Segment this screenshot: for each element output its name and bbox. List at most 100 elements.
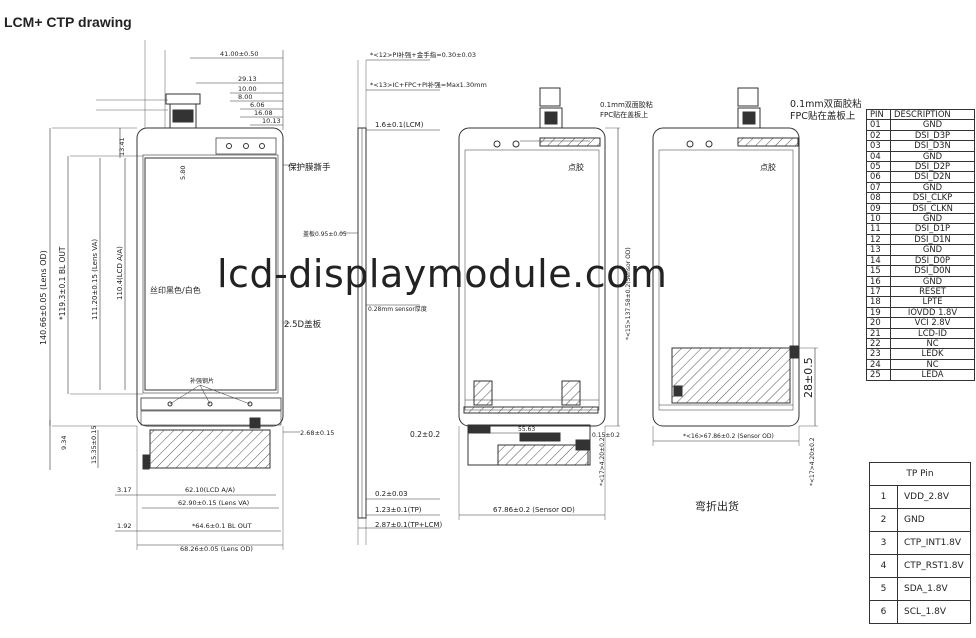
label-protective-film: 保护膜撕手 <box>288 162 331 173</box>
pin-description: SCL_1.8V <box>897 600 971 624</box>
pin-description: RESET <box>890 285 975 298</box>
pin-number: 03 <box>866 140 891 152</box>
pin-description: VDD_2.8V <box>897 485 971 509</box>
dim-top-1: 29.13 <box>238 75 257 83</box>
dim-top-3: 8.00 <box>238 93 252 101</box>
pin-number: 23 <box>866 348 891 360</box>
lens-outline <box>136 127 284 427</box>
pin-description: DSI_D1P <box>890 223 975 235</box>
pin-number: 01 <box>866 119 891 131</box>
side-view-labels: *<12>PI补强+金手指=0.30±0.03 *<13>IC+FPC+PI补强… <box>303 50 487 529</box>
dim-top-6: 10.13 <box>262 117 281 125</box>
side-label-1: 0.28mm sensor厚度 <box>368 305 427 313</box>
pin-number: 12 <box>866 233 891 246</box>
pin-number: 19 <box>866 306 891 319</box>
back-view-2-labels: 0.1mm双面胶粘 FPC贴在盖板上 点胶 28±0.5 *<16>67.86±… <box>683 98 862 513</box>
back-view-2-outline <box>652 127 800 427</box>
pin-description: GND <box>890 213 975 225</box>
back-fpc-note-1: FPC贴在盖板上 <box>600 110 648 119</box>
back-fpc-note-0: 0.1mm双面胶粘 <box>600 100 653 109</box>
pin-description: DSI_D3N <box>890 140 975 152</box>
pin-description: DSI_D2P <box>890 161 975 173</box>
pin-number: 11 <box>866 223 891 235</box>
dim-bottom-0: 62.10(LCD A/A) <box>185 486 235 494</box>
back-view-1-labels: 0.1mm双面胶粘 FPC贴在盖板上 点胶 0.2±0.2 67.86±0.2 … <box>410 100 653 514</box>
pin-number: 15 <box>866 265 891 277</box>
pin-number: 3 <box>869 531 898 555</box>
dim-top-4: 6.06 <box>250 101 264 109</box>
label-25d: 2.5D盖板 <box>284 319 322 330</box>
pin-description: CTP_RST1.8V <box>897 554 971 578</box>
watermark: lcd-displaymodule.com <box>217 252 668 296</box>
pin-description: SDA_1.8V <box>897 577 971 601</box>
pin-number: 14 <box>866 254 891 267</box>
side-view <box>340 59 440 545</box>
pin-header-pin: PIN <box>866 108 891 121</box>
pin-description: DSI_D0N <box>890 265 975 277</box>
dim-bottom-2: *64.6±0.1 BL OUT <box>192 522 252 530</box>
dim-left-3: 110.4(LCD A/A) <box>116 246 124 300</box>
pin-description: VCI 2.8V <box>890 317 975 329</box>
dim-bottom-5: 1.92 <box>117 522 131 530</box>
back-label-glue: 点胶 <box>568 162 584 172</box>
pin-number: 04 <box>866 150 891 163</box>
back-dim-4a: *<17>4.20±0.2 <box>599 437 606 486</box>
back-dim-4b: *<17>4.20±0.2 <box>809 437 816 486</box>
pin-description: GND <box>890 275 975 287</box>
back-view-2 <box>652 87 818 446</box>
dim-top-5: 16.08 <box>254 109 273 117</box>
back-dim-2: *<15>137.58±0.2(Sensor OD) <box>625 247 632 340</box>
pin-description: DSI_CLKN <box>890 202 975 215</box>
dim-bottom-1: 62.90±0.15 (Lens VA) <box>178 499 249 507</box>
label-fpc-note: 补强钢片 <box>190 377 214 385</box>
pin-header-description: DESCRIPTION <box>890 108 975 121</box>
pin-description: LCD-ID <box>890 327 975 339</box>
pin-number: 06 <box>866 171 891 183</box>
dim-left-5: 5.80 <box>179 166 187 180</box>
pin-number: 08 <box>866 192 891 204</box>
pin-description: NC <box>890 358 975 371</box>
pin-description: GND <box>890 150 975 163</box>
pin-description: LEDA <box>890 369 975 381</box>
pin-number: 13 <box>866 244 891 256</box>
pin-description: DSI_D2N <box>890 171 975 183</box>
pin-number: 5 <box>869 577 898 601</box>
pin-description: LPTE <box>890 296 975 308</box>
dim-left-2: 111.20±0.15 (Lens VA) <box>91 239 99 320</box>
tp-header: TP Pin <box>869 462 971 486</box>
pin-number: 24 <box>866 358 891 371</box>
pin-description: LEDK <box>890 348 975 360</box>
side-dim-0: 1.6±0.1(LCM) <box>375 121 424 129</box>
dim-top-0: 41.00±0.50 <box>220 50 259 58</box>
side-label-0: 盖板0.95±0.05 <box>303 230 347 238</box>
dim-right-0: 2.68±0.15 <box>300 429 334 437</box>
pin-description: IOVDD 1.8V <box>890 306 975 319</box>
front-view-labels: 41.00±0.50 29.13 10.00 8.00 6.06 16.08 1… <box>39 50 334 553</box>
pin-description: GND <box>890 181 975 194</box>
dim-top-2: 10.00 <box>238 85 257 93</box>
back-dim-0: 0.2±0.2 <box>410 430 440 439</box>
pin-description: DSI_CLKP <box>890 192 975 204</box>
